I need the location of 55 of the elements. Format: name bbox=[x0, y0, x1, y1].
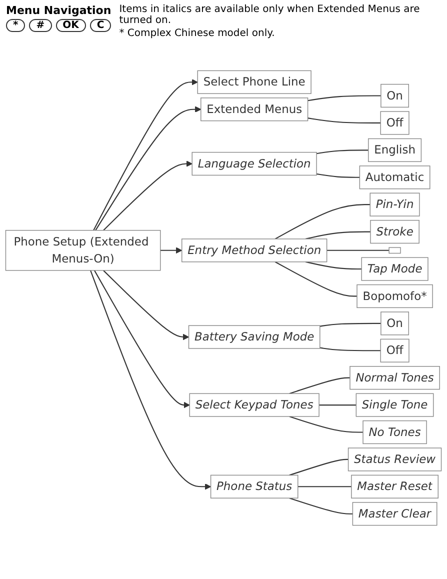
node-box: Status Review bbox=[348, 448, 442, 472]
key-symbol: C bbox=[90, 19, 112, 32]
arrow bbox=[90, 270, 212, 490]
node-box: Entry Method Selection bbox=[181, 238, 328, 262]
node-box: On bbox=[380, 312, 409, 336]
node-box: Off bbox=[380, 338, 410, 362]
node-box: Single Tone bbox=[356, 393, 434, 417]
key-symbol: OK bbox=[56, 19, 86, 32]
connector bbox=[316, 150, 368, 154]
connector bbox=[326, 250, 390, 251]
node-box: Tap Mode bbox=[361, 257, 428, 281]
connector bbox=[316, 173, 360, 178]
node-box: Normal Tones bbox=[350, 366, 440, 390]
node-box: Automatic bbox=[359, 166, 430, 190]
connector bbox=[320, 322, 381, 327]
node-box: Select Phone Line bbox=[197, 70, 312, 94]
connector bbox=[289, 498, 353, 514]
note-text: Items in italics are available only when Extended Menus are turned on. bbox=[119, 4, 421, 26]
arrow bbox=[103, 270, 190, 340]
key-symbol: # bbox=[29, 19, 52, 32]
node-box: Select Keypad Tones bbox=[189, 393, 320, 417]
arrow bbox=[103, 160, 192, 231]
node-box: Stroke bbox=[370, 220, 420, 244]
connector bbox=[305, 231, 370, 240]
connector bbox=[308, 95, 381, 102]
node-box bbox=[388, 247, 401, 254]
connector bbox=[289, 458, 348, 476]
note-text: * Complex Chinese model only. bbox=[119, 28, 276, 39]
node-box: Master Reset bbox=[351, 474, 438, 498]
node-box: Phone Setup (Extended Menus-On) bbox=[5, 230, 161, 271]
arrow bbox=[160, 247, 182, 254]
connector bbox=[274, 261, 357, 297]
node-box: Pin-Yin bbox=[370, 192, 420, 216]
arrow bbox=[95, 106, 202, 231]
node-box: Battery Saving Mode bbox=[188, 325, 320, 349]
arrow bbox=[93, 79, 198, 231]
connector bbox=[289, 416, 363, 433]
connector bbox=[289, 377, 350, 394]
node-box: Off bbox=[380, 111, 410, 135]
connector bbox=[305, 261, 362, 270]
node-box: Bopomofo* bbox=[356, 284, 433, 308]
node-box: No Tones bbox=[362, 420, 427, 444]
connector bbox=[298, 486, 352, 488]
node-box: On bbox=[380, 84, 409, 108]
arrow bbox=[94, 270, 190, 408]
connector bbox=[308, 118, 381, 124]
connector bbox=[320, 347, 381, 352]
section-heading: Menu Navigation bbox=[6, 4, 112, 17]
key-symbol: * bbox=[6, 19, 26, 32]
connector bbox=[319, 404, 356, 406]
node-box: English bbox=[368, 138, 422, 162]
connector bbox=[274, 204, 370, 240]
node-box: Extended Menus bbox=[200, 98, 308, 122]
node-box: Language Selection bbox=[192, 152, 317, 176]
node-box: Phone Status bbox=[210, 474, 298, 498]
